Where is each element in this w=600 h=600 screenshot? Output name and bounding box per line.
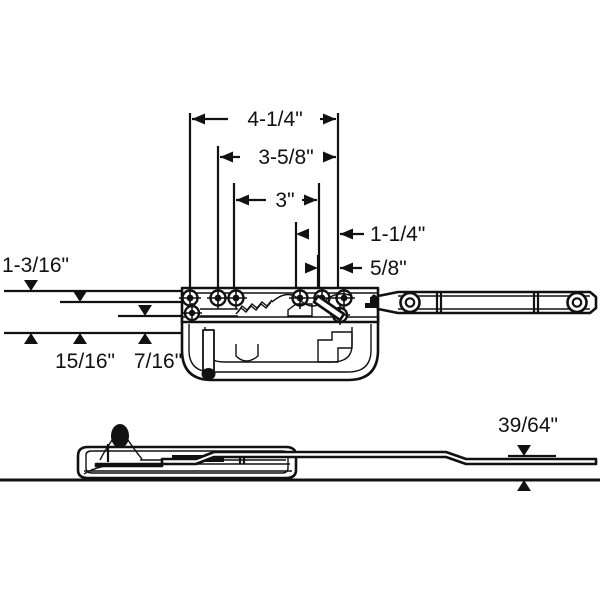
dimension-label-left-height-top: 1-3/16": [2, 254, 69, 277]
dimension-left-lower-group: 15/16" 7/16": [24, 333, 182, 373]
handle-knob-icon: [99, 424, 143, 462]
dimension-label-right-offset-upper: 1-1/4": [370, 223, 425, 246]
operator-extension-arm: [376, 290, 598, 315]
rivet-icon: [182, 303, 202, 323]
rivet-icon: [225, 287, 247, 309]
dimension-39-64: 39/64": [498, 414, 558, 491]
rivet-icon: [289, 287, 311, 309]
dimension-label-right-offset-lower: 5/8": [370, 257, 407, 280]
dimension-label-left-height-mid: 15/16": [55, 350, 115, 373]
dimension-label-profile-thickness: 39/64": [498, 414, 558, 437]
dimension-3: 3": [236, 189, 317, 212]
dimension-1-3-16: 1-3/16": [2, 254, 152, 316]
housing-lower-shell-inner: [188, 324, 372, 373]
dimension-3-5-8: 3-5/8": [220, 146, 336, 169]
dimension-label-third-width: 3": [275, 189, 294, 212]
housing-lower-shell: [180, 314, 380, 382]
diagonal-link-arm: [312, 294, 346, 322]
housing-boss-step: [317, 331, 353, 363]
dimension-label-left-height-low: 7/16": [134, 350, 182, 373]
top-view-operator: [179, 286, 383, 382]
pivot-hole-icon: [566, 291, 588, 314]
dimension-4-1-4: 4-1/4": [192, 108, 336, 131]
worm-gear-detail: [235, 299, 273, 315]
profile-arm-stepped: [94, 450, 598, 468]
profile-body-inner: [85, 450, 289, 474]
arm-body: [376, 290, 598, 315]
stud-marker-icon: [365, 294, 383, 308]
housing-notch-center: [235, 344, 259, 362]
pivot-hole-icon: [399, 291, 421, 314]
side-profile-view: [0, 424, 600, 482]
dimension-5-8: 5/8": [305, 257, 407, 280]
internal-shelf-right: [287, 303, 313, 317]
handle-spindle: [201, 329, 216, 380]
dimension-label-second-width: 3-5/8": [258, 146, 313, 169]
dimension-1-1-4: 1-1/4": [296, 223, 425, 246]
extension-lines-horizontal: [4, 289, 186, 335]
arrow-5-8-inner: [305, 262, 318, 274]
dimension-label-overall-width: 4-1/4": [247, 108, 302, 131]
extension-lines-vertical: [188, 113, 340, 293]
